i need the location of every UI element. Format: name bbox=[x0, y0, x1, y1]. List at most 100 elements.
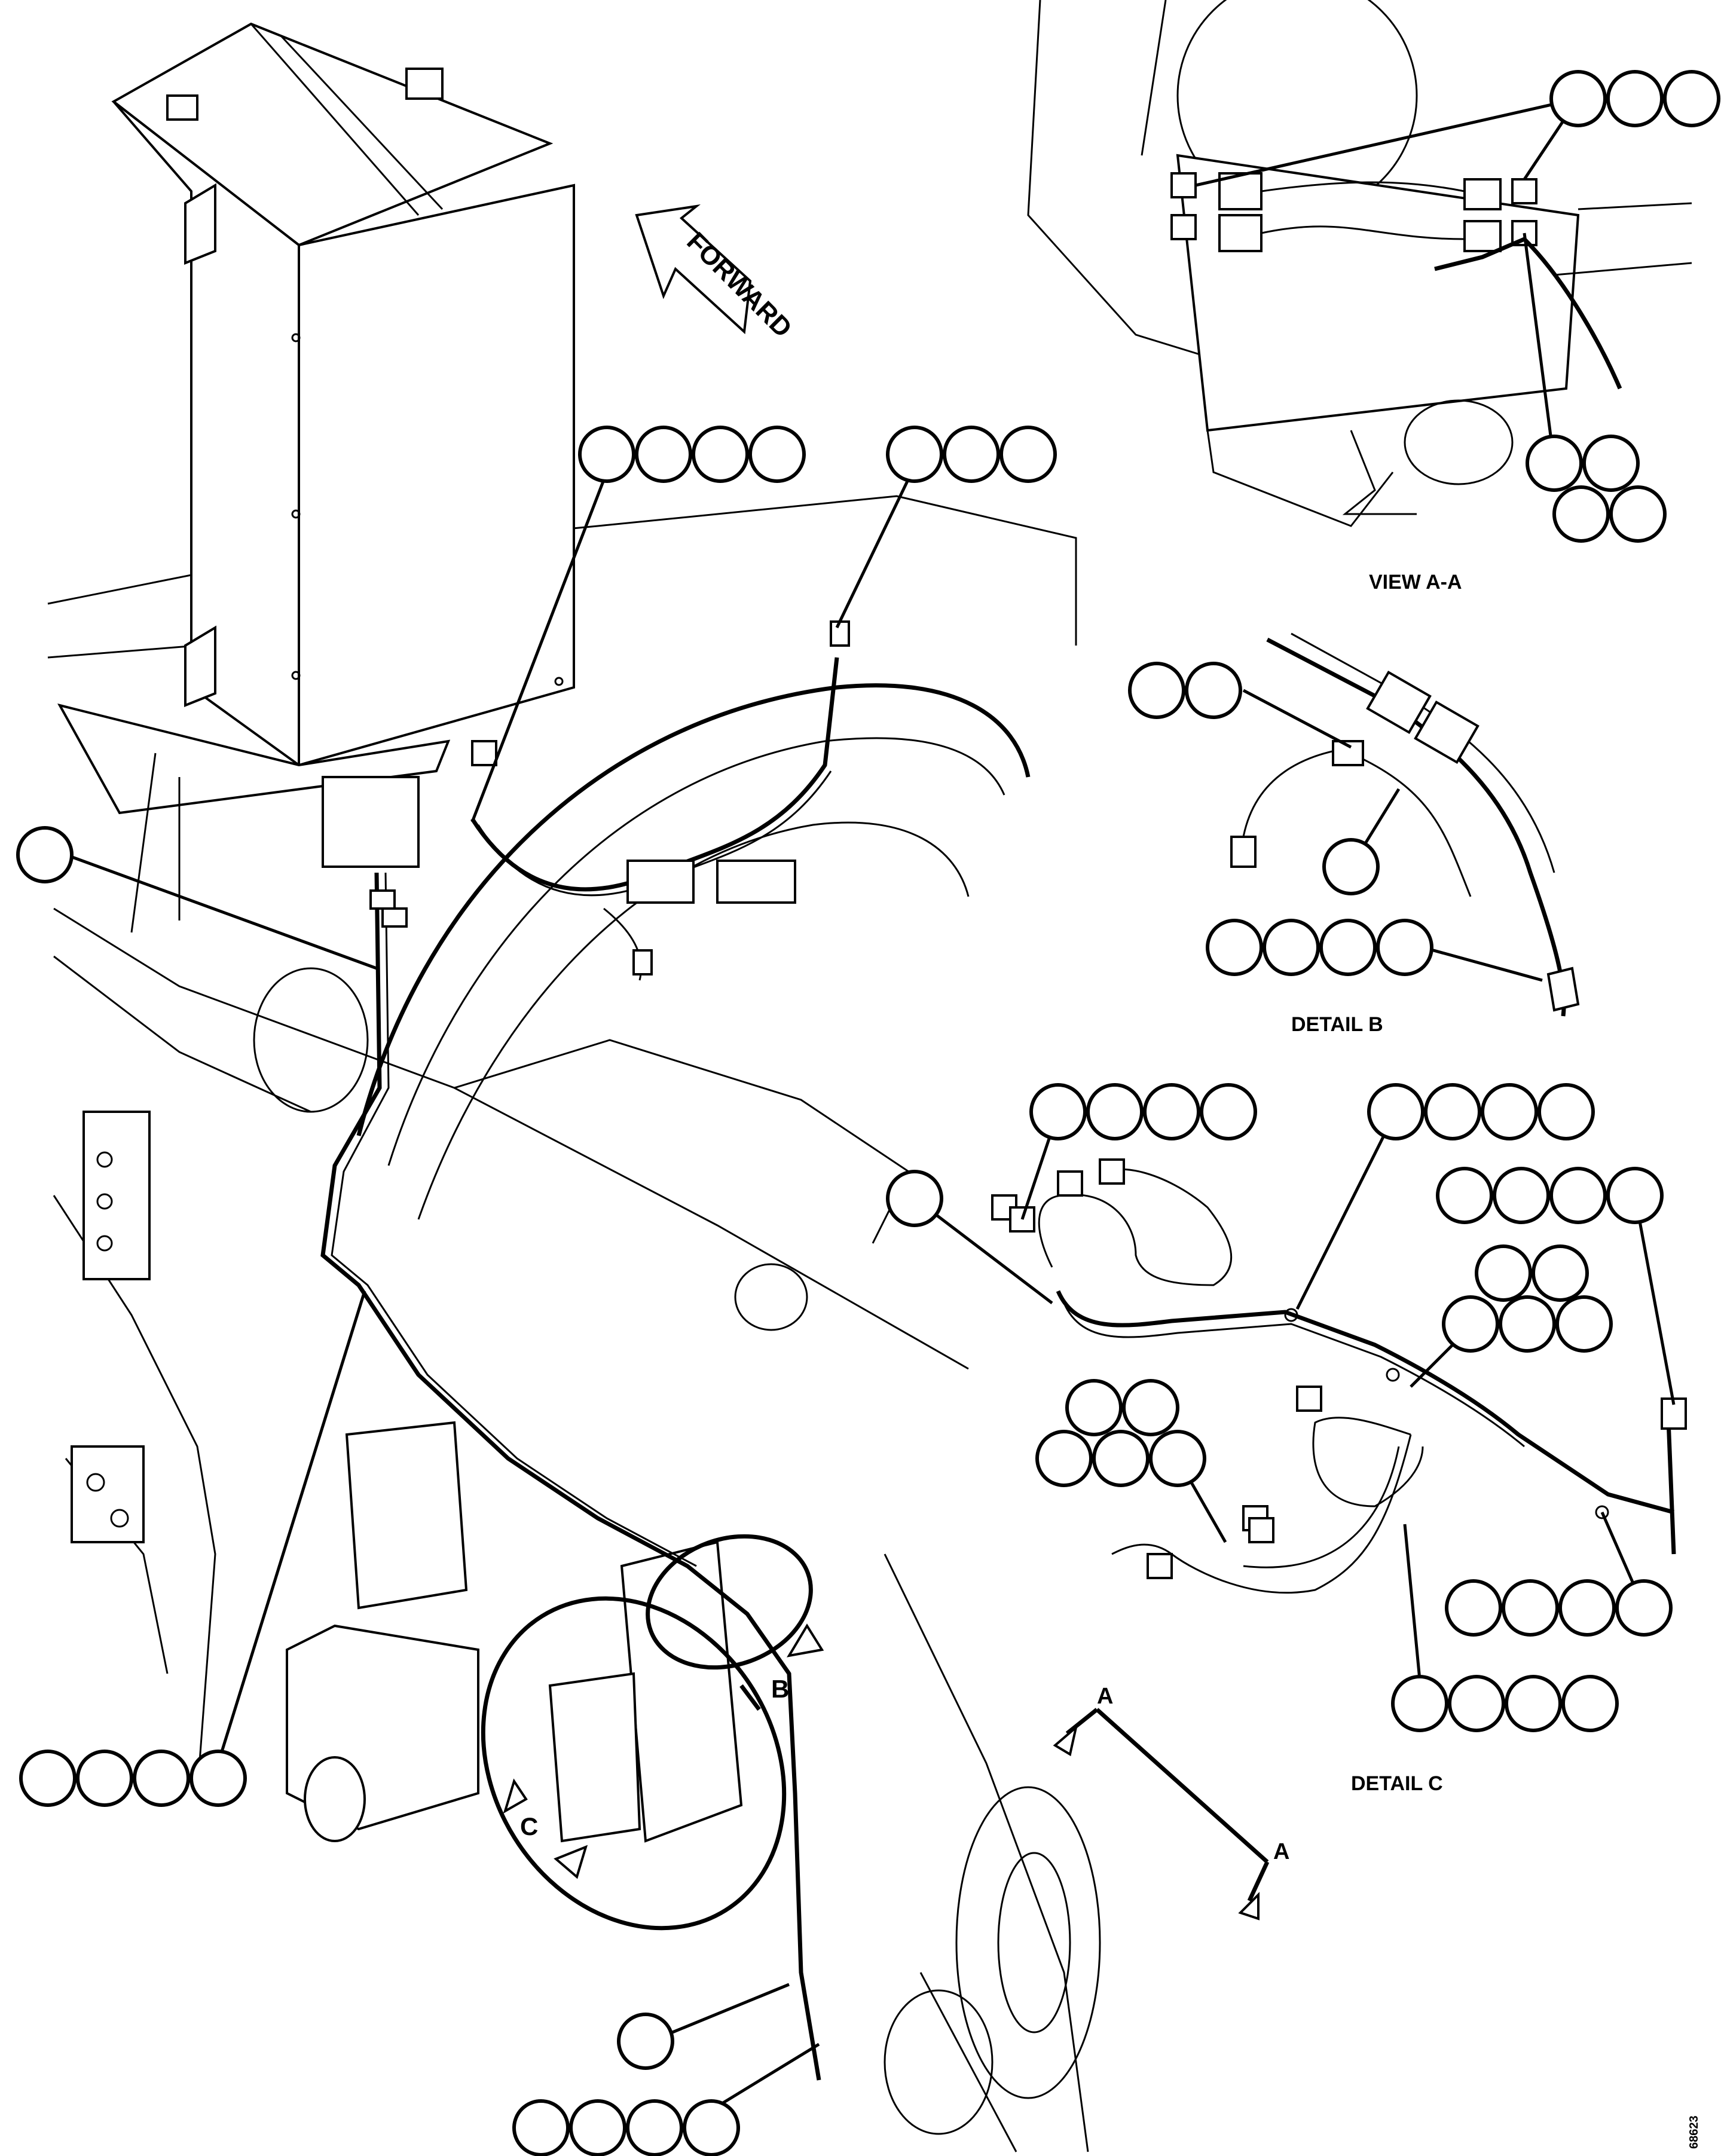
wiring-harness bbox=[320, 620, 850, 2081]
electrical-box bbox=[57, 22, 575, 933]
callout-balloon bbox=[578, 426, 635, 483]
detail-c-label: DETAIL C bbox=[1351, 1772, 1443, 1795]
callout-group-detail-c-d bbox=[1445, 1511, 1673, 1637]
callout-balloon bbox=[1609, 485, 1667, 543]
callout-balloon bbox=[1549, 70, 1607, 127]
callout-group-left-single bbox=[16, 826, 377, 970]
callout-balloon bbox=[626, 2099, 683, 2156]
callout-balloon bbox=[1552, 485, 1610, 543]
callout-balloon bbox=[1065, 1379, 1123, 1436]
callout-group-detail-c-c bbox=[1436, 1167, 1676, 1405]
callout-balloon bbox=[1122, 1379, 1179, 1436]
callout-balloon bbox=[19, 1750, 77, 1807]
callout-balloon bbox=[635, 426, 692, 483]
callout-balloon bbox=[1206, 919, 1263, 976]
callout-balloon bbox=[1263, 919, 1320, 976]
callout-group-bottom-single bbox=[617, 1983, 790, 2070]
callout-balloon bbox=[886, 1170, 943, 1227]
callout-balloon bbox=[1143, 1083, 1200, 1140]
callout-group-bottom-row bbox=[512, 2042, 820, 2156]
marker-b-label: B bbox=[771, 1675, 789, 1703]
figure-id: 68623 bbox=[1688, 2115, 1701, 2149]
callout-balloon bbox=[692, 426, 749, 483]
view-aa-label: VIEW A-A bbox=[1369, 571, 1462, 594]
callout-group-detail-b-mid bbox=[1322, 788, 1401, 895]
callout-balloon bbox=[1481, 1083, 1538, 1140]
callout-balloon bbox=[1391, 1675, 1448, 1732]
callout-balloon bbox=[1376, 919, 1433, 976]
detail-c-marker-ring: C bbox=[481, 1596, 787, 1931]
callout-balloon bbox=[1035, 1430, 1093, 1487]
callout-balloon bbox=[1149, 1430, 1206, 1487]
callout-balloon bbox=[1499, 1295, 1556, 1353]
callout-balloon bbox=[683, 2099, 740, 2156]
callout-balloon bbox=[1549, 1167, 1607, 1224]
callout-balloon bbox=[1185, 662, 1242, 719]
callout-balloon bbox=[1322, 838, 1380, 895]
callout-balloon bbox=[16, 826, 74, 883]
section-line-aa: A A bbox=[1053, 1684, 1289, 1920]
view-aa-inset: VIEW A-A bbox=[1027, 0, 1692, 594]
callout-balloon bbox=[1092, 1430, 1150, 1487]
callout-balloon bbox=[1606, 70, 1664, 127]
callout-balloon bbox=[1319, 919, 1377, 976]
detail-b-inset: DETAIL B bbox=[1230, 632, 1580, 1036]
callout-balloon bbox=[1561, 1675, 1619, 1732]
detail-c-inset: DETAIL C bbox=[991, 1158, 1687, 1795]
callout-balloon bbox=[1582, 435, 1640, 492]
callout-group-view-aa-top bbox=[1195, 70, 1720, 187]
callout-balloon bbox=[1445, 1579, 1502, 1637]
callout-balloon bbox=[1424, 1083, 1481, 1140]
callout-balloon bbox=[1502, 1579, 1559, 1637]
callout-balloon bbox=[1442, 1295, 1499, 1353]
callout-group-detail-c-stack bbox=[1410, 1244, 1613, 1388]
section-a-top-label: A bbox=[1097, 1684, 1113, 1709]
callout-balloon bbox=[1086, 1083, 1144, 1140]
callout-balloon bbox=[1558, 1579, 1616, 1637]
callout-balloon bbox=[1555, 1295, 1613, 1353]
callout-balloon bbox=[1475, 1244, 1532, 1302]
detail-b-marker-ring: B bbox=[646, 1534, 824, 1711]
callout-balloon bbox=[1663, 70, 1720, 127]
callout-group-view-aa-bottom bbox=[1523, 233, 1667, 543]
marker-c-label: C bbox=[520, 1812, 538, 1840]
callout-balloon bbox=[999, 426, 1057, 483]
callout-group-detail-c-e bbox=[1391, 1524, 1619, 1732]
callout-balloon bbox=[1029, 1083, 1087, 1140]
callout-group-detail-b-bottom bbox=[1206, 919, 1543, 982]
callout-balloon bbox=[1436, 1167, 1493, 1224]
callout-balloon bbox=[748, 426, 806, 483]
callout-balloon bbox=[1615, 1579, 1673, 1637]
callout-group-harness-top-left bbox=[470, 426, 806, 822]
callout-balloon bbox=[76, 1750, 133, 1807]
detail-b-label: DETAIL B bbox=[1291, 1013, 1383, 1036]
callout-balloon bbox=[1532, 1244, 1589, 1302]
callout-balloon bbox=[1505, 1675, 1562, 1732]
callout-balloon bbox=[1537, 1083, 1595, 1140]
callout-balloon bbox=[1493, 1167, 1550, 1224]
callout-balloon bbox=[569, 2099, 626, 2156]
callout-balloon bbox=[133, 1750, 190, 1807]
callout-balloon bbox=[1200, 1083, 1257, 1140]
callout-group-detail-c-b bbox=[1295, 1083, 1595, 1310]
callout-balloon bbox=[1606, 1167, 1664, 1224]
callout-balloon bbox=[189, 1750, 247, 1807]
callout-group-harness-top-right bbox=[835, 426, 1057, 629]
forward-arrow: FORWARD bbox=[635, 204, 797, 343]
section-a-bottom-label: A bbox=[1273, 1839, 1289, 1864]
callout-balloon bbox=[617, 2013, 674, 2070]
callout-group-left-bottom bbox=[19, 1290, 366, 1807]
callout-balloon bbox=[943, 426, 1000, 483]
callout-group-detail-c-single bbox=[886, 1170, 1053, 1304]
callout-group-detail-c-a bbox=[1020, 1083, 1257, 1220]
callout-balloon bbox=[886, 426, 943, 483]
callout-balloon bbox=[512, 2099, 570, 2156]
callout-balloon bbox=[1128, 662, 1185, 719]
callout-balloon bbox=[1367, 1083, 1425, 1140]
callout-group-detail-b-top bbox=[1128, 662, 1352, 749]
callout-balloon bbox=[1526, 435, 1583, 492]
machine-frame bbox=[47, 495, 1101, 2152]
callout-balloon bbox=[1448, 1675, 1505, 1732]
